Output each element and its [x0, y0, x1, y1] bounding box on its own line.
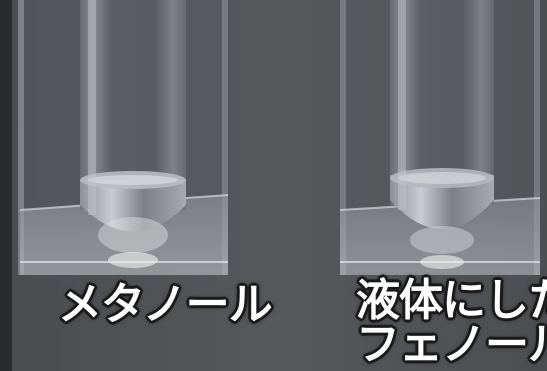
right-test-tube [390, 0, 494, 269]
caption-liquid-phenol-line2: フェノール [356, 319, 547, 370]
caption-methanol: メタノール [58, 279, 273, 330]
left-shadow [0, 0, 12, 371]
left-test-tube [80, 0, 186, 268]
caption-liquid-phenol-line1: 液体にした [356, 275, 547, 326]
